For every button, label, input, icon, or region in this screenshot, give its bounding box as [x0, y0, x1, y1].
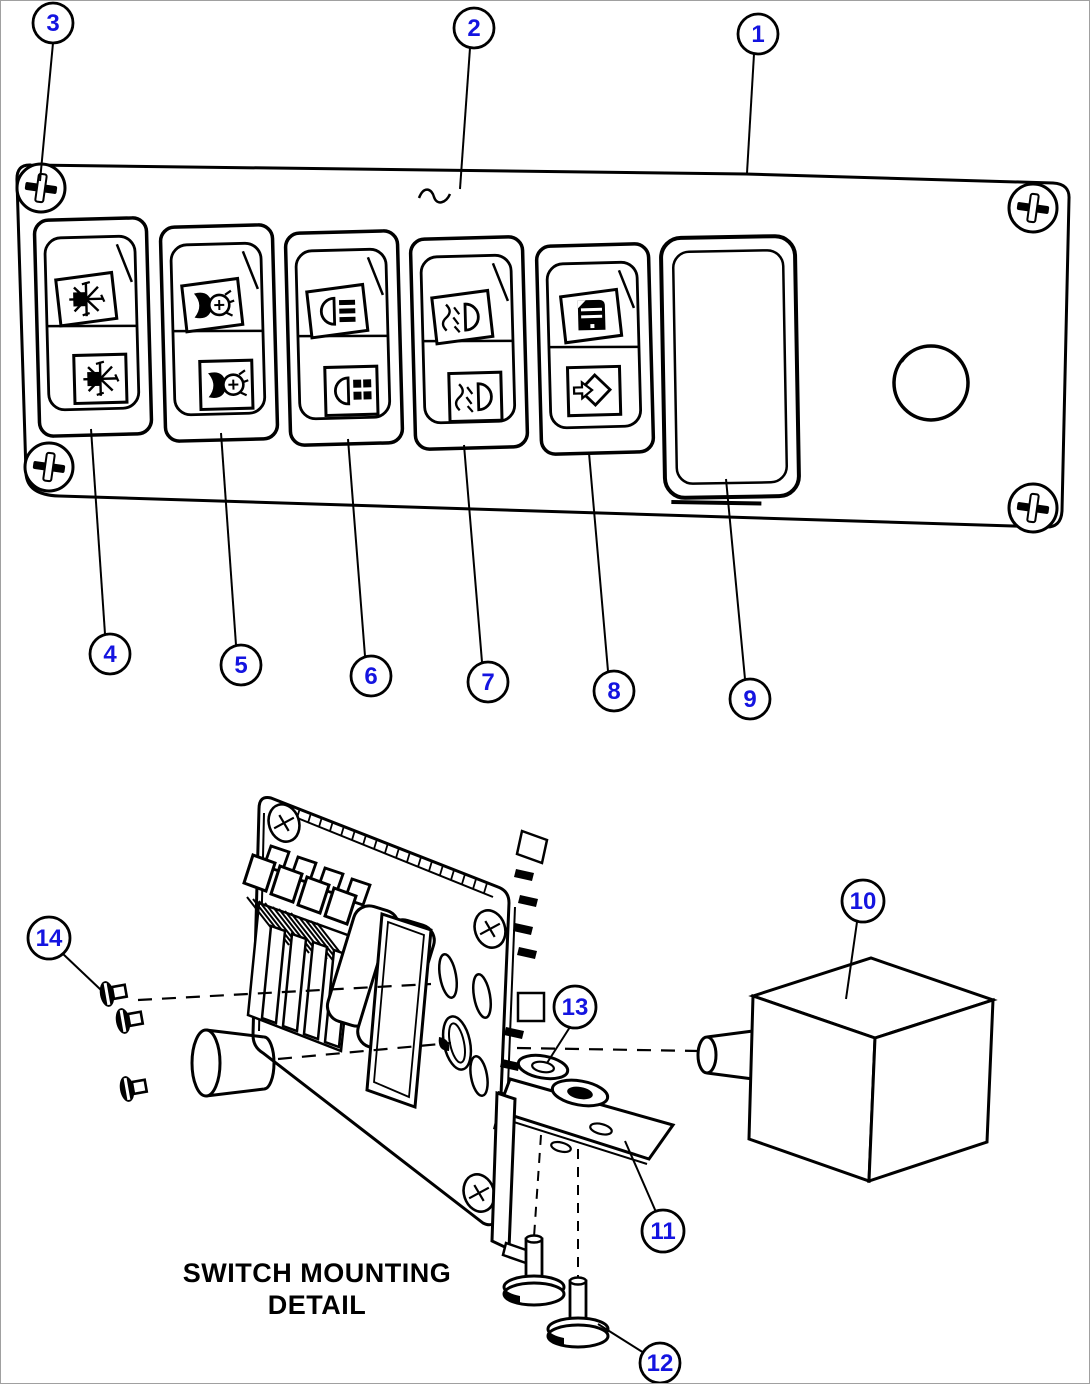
callout-circle-3 — [31, 1, 75, 45]
leader-line-10 — [845, 921, 858, 1000]
small-screw-icon — [116, 1071, 150, 1105]
callout-circle-2 — [452, 6, 496, 50]
panel-screw-bottom-left-icon — [23, 441, 75, 493]
callout-circle-10 — [840, 878, 886, 924]
callout-label-8: 8 — [607, 678, 620, 705]
detail-title-line2: DETAIL — [268, 1290, 367, 1320]
callout-label-14: 14 — [36, 925, 63, 952]
leader-line-14 — [61, 952, 102, 991]
panel-oval-cutouts — [437, 953, 493, 1097]
callout-circle-8 — [592, 669, 636, 713]
leader-line-5 — [220, 432, 237, 646]
small-screw-icon — [112, 1003, 146, 1037]
callout-circle-14 — [26, 915, 72, 961]
callout-2: 2 — [452, 6, 496, 190]
callout-9: 9 — [725, 478, 772, 721]
callout-5: 5 — [219, 432, 263, 687]
callout-3: 3 — [31, 1, 75, 182]
panel-screw-bottom-right-icon — [1007, 482, 1059, 534]
leader-line-13 — [546, 1026, 571, 1064]
mounting-bracket — [490, 1077, 676, 1265]
callout-label-6: 6 — [364, 663, 377, 690]
callout-10: 10 — [840, 878, 886, 1000]
callout-label-9: 9 — [743, 686, 756, 713]
detail-title-line1: SWITCH MOUNTING — [183, 1258, 451, 1288]
switch-body-cluster — [242, 844, 436, 1110]
relay-box — [696, 956, 998, 1184]
callout-circle-11 — [640, 1208, 686, 1254]
leader-line-1 — [746, 53, 755, 174]
hole-plug-cylinder — [190, 1028, 276, 1098]
stacked-plates-icon — [577, 299, 606, 331]
callout-label-5: 5 — [234, 652, 247, 679]
callout-14: 14 — [26, 915, 102, 991]
callout-circle-5 — [219, 643, 263, 687]
leader-line-2 — [459, 47, 471, 190]
callout-circle-4 — [88, 632, 132, 676]
callout-8: 8 — [588, 452, 636, 713]
rocker-switch-5 — [534, 242, 656, 456]
leader-line-7 — [463, 444, 483, 663]
rocker-switch-1 — [32, 216, 154, 438]
leader-line-8 — [588, 452, 609, 672]
leader-line-6 — [347, 438, 366, 657]
callout-6: 6 — [347, 438, 393, 698]
blank-switch-cover — [659, 234, 801, 506]
stud-dashed-lines — [533, 1134, 579, 1279]
callout-label-3: 3 — [46, 10, 59, 37]
callout-11: 11 — [624, 1140, 686, 1254]
callout-circle-9 — [728, 677, 772, 721]
leader-line-4 — [90, 428, 106, 635]
leader-line-3 — [39, 42, 54, 182]
panel-marking-squiggle — [417, 188, 452, 204]
callout-label-2: 2 — [467, 15, 480, 42]
rocker-switch-3 — [283, 229, 405, 447]
rocker-switch-2 — [158, 223, 280, 443]
switch-terminals — [242, 844, 372, 926]
callout-4: 4 — [88, 428, 132, 676]
switch-mounting-detail: SWITCH MOUNTING DETAIL 10 11 12 13 14 — [26, 796, 998, 1383]
callout-12: 12 — [597, 1323, 682, 1383]
callout-label-11: 11 — [650, 1218, 675, 1245]
switch-panel-assembly — [15, 162, 1071, 534]
callout-circle-1 — [736, 12, 780, 56]
alignment-dashed-lines — [137, 982, 701, 1061]
panel-screw-top-right-icon — [1007, 182, 1059, 234]
mounting-screws — [96, 976, 150, 1105]
callout-circle-13 — [552, 984, 598, 1030]
rear-terminal-tabs — [493, 829, 549, 1133]
leader-line-11 — [624, 1140, 657, 1213]
callout-7: 7 — [463, 444, 510, 704]
callout-circle-6 — [349, 654, 393, 698]
top-callouts: 1 2 3 4 5 6 7 — [31, 1, 780, 721]
rocker-switch-4 — [408, 235, 530, 451]
callout-label-10: 10 — [850, 888, 877, 915]
callout-1: 1 — [736, 12, 780, 174]
callout-circle-7 — [466, 660, 510, 704]
callout-13: 13 — [546, 984, 598, 1064]
small-screw-icon — [96, 976, 130, 1010]
callout-label-4: 4 — [103, 641, 117, 668]
panel-round-hole — [892, 344, 970, 422]
callout-label-12: 12 — [647, 1350, 674, 1377]
callout-label-1: 1 — [751, 21, 764, 48]
leader-line-12 — [597, 1323, 645, 1354]
callout-label-7: 7 — [481, 669, 494, 696]
leader-line-9 — [725, 478, 746, 680]
callout-circle-12 — [638, 1341, 682, 1383]
bracket-nuts — [516, 1053, 610, 1108]
callout-label-13: 13 — [562, 994, 589, 1021]
blank-plate-back — [365, 911, 433, 1110]
